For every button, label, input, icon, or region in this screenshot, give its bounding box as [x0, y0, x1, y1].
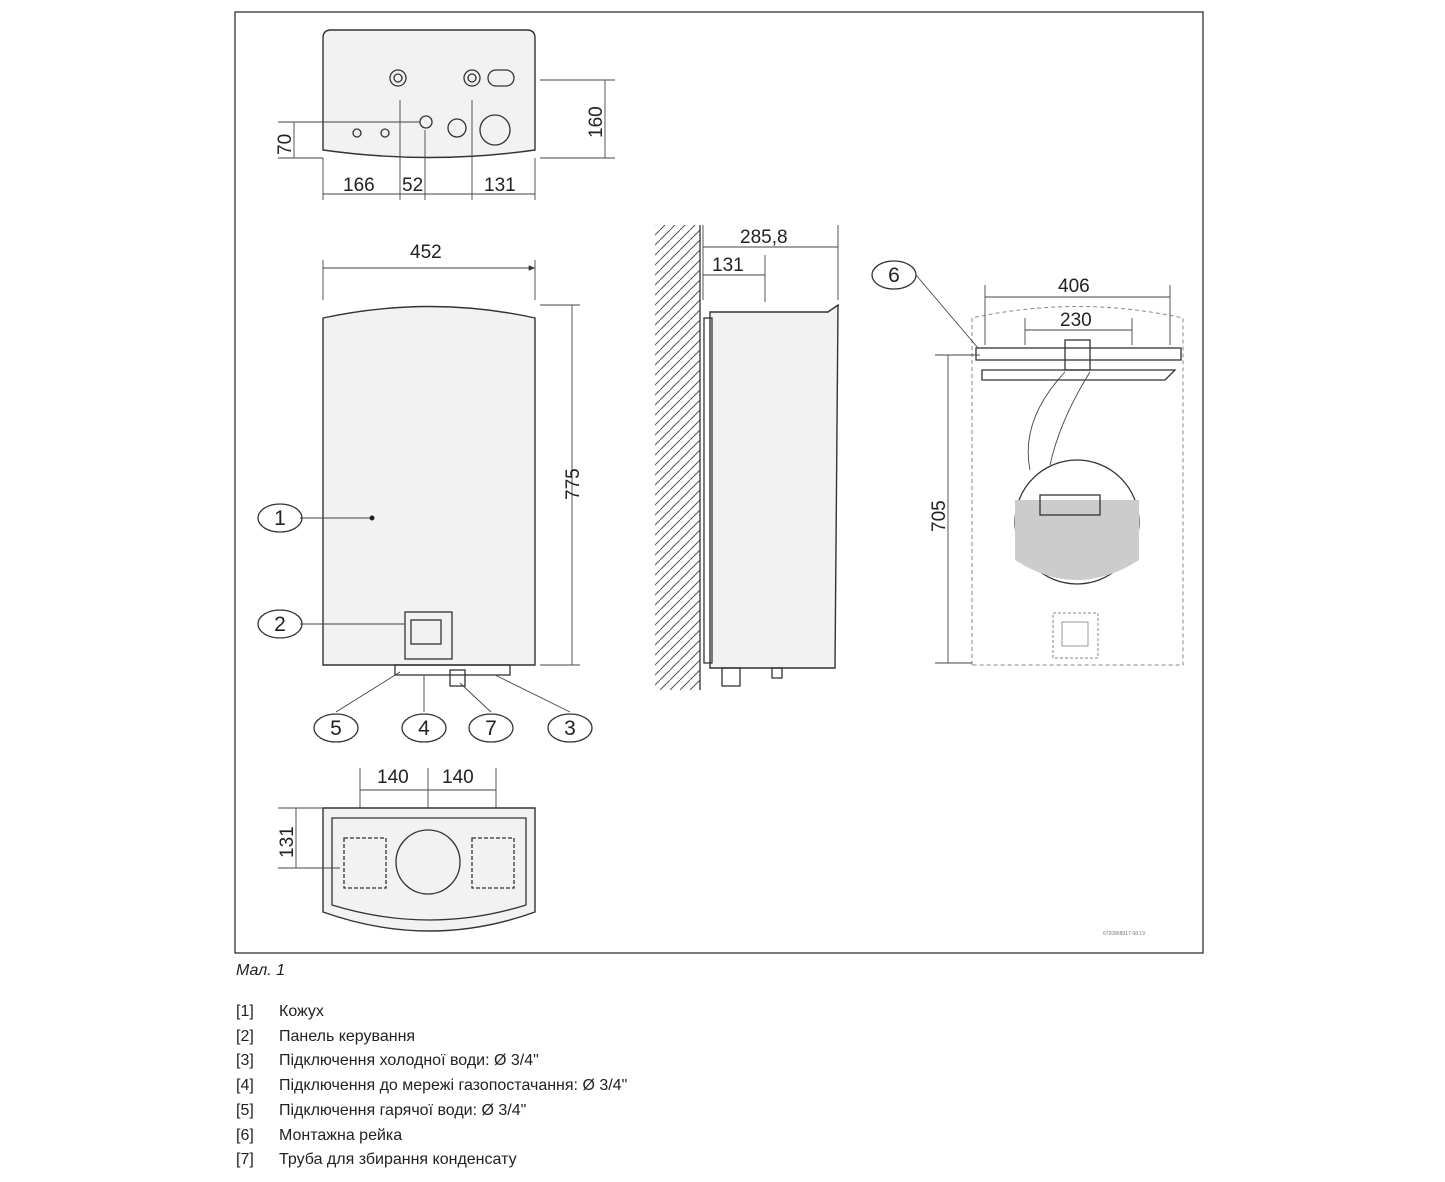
figure-frame: [234, 11, 1204, 954]
control-panel-display: [410, 619, 442, 645]
legend-item: [5]Підключення гарячої води: Ø 3/4": [236, 1101, 527, 1119]
dim-285-8: 285,8: [740, 227, 788, 248]
dim-131-side: 131: [712, 255, 744, 276]
legend-item: [2]Панель керування: [236, 1027, 416, 1045]
figure-caption: Мал. 1: [236, 962, 286, 979]
callout-1: 1: [257, 503, 303, 533]
legend-item: [1]Кожух: [236, 1003, 324, 1020]
mounting-rail: [975, 347, 1182, 361]
svg-text:4: 4: [418, 717, 430, 740]
svg-text:2: 2: [274, 613, 286, 636]
rail-view: 406 230 705 6: [871, 260, 1184, 666]
dim-166: 166: [343, 175, 375, 196]
callout-5: 5: [313, 713, 359, 743]
front-view: 452 775 1 2 5 4 7 3: [257, 242, 593, 743]
svg-text:1: 1: [274, 507, 286, 530]
svg-text:6: 6: [888, 264, 900, 287]
dim-131-bottom: 131: [277, 826, 298, 858]
callout-6: 6: [871, 260, 917, 290]
dim-131-top: 131: [484, 175, 516, 196]
svg-text:3: 3: [564, 717, 576, 740]
side-view: 285,8 131: [655, 225, 839, 690]
dim-705: 705: [929, 500, 950, 532]
legend: [1]Кожух [2]Панель керування [3]Підключе…: [236, 1000, 627, 1173]
legend-item: [4]Підключення до мережі газопостачання:…: [236, 1077, 628, 1095]
dim-406: 406: [1058, 276, 1090, 297]
bottom-view: 140 140 131: [277, 767, 536, 932]
dim-52: 52: [402, 175, 423, 196]
callout-7: 7: [468, 713, 514, 743]
legend-item: [3]Підключення холодної води: Ø 3/4": [236, 1052, 539, 1070]
dim-140-right: 140: [442, 767, 474, 788]
dim-775: 775: [563, 468, 584, 500]
svg-text:7: 7: [485, 717, 497, 740]
svg-text:5: 5: [330, 717, 342, 740]
dim-70: 70: [275, 134, 296, 155]
top-view: 166 52 131 160 70: [275, 29, 615, 200]
callout-2: 2: [257, 609, 303, 639]
legend-item: [6]Монтажна рейка: [236, 1126, 403, 1144]
dim-140-left: 140: [377, 767, 409, 788]
callout-4: 4: [401, 713, 447, 743]
dim-230: 230: [1060, 310, 1092, 331]
callout-3: 3: [547, 713, 593, 743]
dim-452: 452: [410, 242, 442, 263]
drawing-code: 6720868017-08.1V: [1103, 931, 1146, 937]
legend-item: [7]Труба для збирання конденсату: [236, 1151, 517, 1169]
dim-160: 160: [586, 106, 607, 138]
